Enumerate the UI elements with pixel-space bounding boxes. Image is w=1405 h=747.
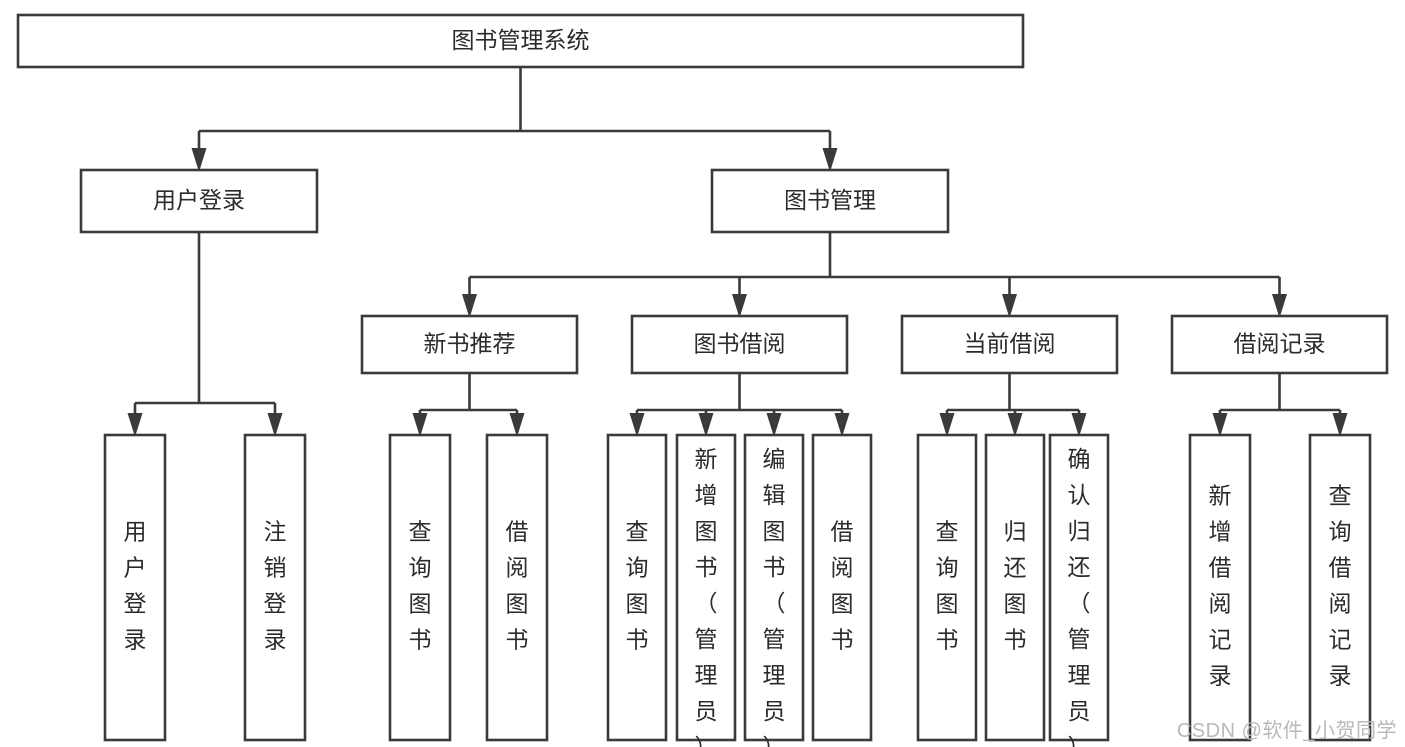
node-leaf-edit-book[interactable]: 编辑图书（管理员） xyxy=(743,433,805,747)
node-label-root: 图书管理系统 xyxy=(452,27,590,53)
node-box-leaf-confirm-return xyxy=(1048,433,1110,742)
node-label-book-manage: 图书管理 xyxy=(784,187,876,213)
node-box-leaf-user-login xyxy=(103,433,167,742)
node-label-leaf-add-book: 新增图书（管理员） xyxy=(695,446,718,747)
node-label-leaf-query-book-2: 查询图书 xyxy=(626,519,649,653)
node-borrow-record[interactable]: 借阅记录 xyxy=(1170,314,1389,375)
node-book-manage[interactable]: 图书管理 xyxy=(710,168,950,234)
node-box-user-login xyxy=(79,168,319,234)
edges-layer xyxy=(127,67,1348,437)
node-box-leaf-query-book-2 xyxy=(606,433,668,742)
node-leaf-logout[interactable]: 注销登录 xyxy=(243,433,307,742)
node-new-book-rec[interactable]: 新书推荐 xyxy=(360,314,579,375)
node-label-new-book-rec: 新书推荐 xyxy=(424,331,516,357)
node-box-leaf-borrow-book-2 xyxy=(811,433,873,742)
node-box-new-book-rec xyxy=(360,314,579,375)
node-box-root xyxy=(16,13,1025,69)
node-box-leaf-edit-book xyxy=(743,433,805,742)
node-box-book-borrow xyxy=(630,314,849,375)
node-box-leaf-borrow-book-1 xyxy=(485,433,549,742)
node-label-leaf-user-login: 用户登录 xyxy=(124,519,147,653)
node-leaf-add-book[interactable]: 新增图书（管理员） xyxy=(675,433,737,747)
node-box-borrow-record xyxy=(1170,314,1389,375)
node-label-leaf-query-book-3: 查询图书 xyxy=(936,519,959,653)
node-root[interactable]: 图书管理系统 xyxy=(16,13,1025,69)
node-label-leaf-confirm-return: 确认归还（管理员） xyxy=(1068,446,1091,747)
node-label-leaf-query-record: 查询借阅记录 xyxy=(1329,483,1352,689)
node-box-leaf-query-book-1 xyxy=(388,433,452,742)
node-leaf-add-record[interactable]: 新增借阅记录 xyxy=(1188,433,1252,742)
node-user-login[interactable]: 用户登录 xyxy=(79,168,319,234)
node-label-user-login: 用户登录 xyxy=(153,187,245,213)
node-label-current-borrow: 当前借阅 xyxy=(964,331,1056,357)
node-leaf-query-book-2[interactable]: 查询图书 xyxy=(606,433,668,742)
node-label-leaf-borrow-book-1: 借阅图书 xyxy=(506,519,529,653)
node-leaf-borrow-book-1[interactable]: 借阅图书 xyxy=(485,433,549,742)
node-label-borrow-record: 借阅记录 xyxy=(1234,331,1326,357)
node-label-leaf-edit-book: 编辑图书（管理员） xyxy=(763,446,786,747)
node-label-leaf-query-book-1: 查询图书 xyxy=(409,519,432,653)
node-label-leaf-return-book: 归还图书 xyxy=(1004,519,1027,653)
node-leaf-return-book[interactable]: 归还图书 xyxy=(984,433,1046,742)
node-book-borrow[interactable]: 图书借阅 xyxy=(630,314,849,375)
node-leaf-query-book-1[interactable]: 查询图书 xyxy=(388,433,452,742)
node-box-leaf-add-record xyxy=(1188,433,1252,742)
node-box-book-manage xyxy=(710,168,950,234)
node-label-leaf-add-record: 新增借阅记录 xyxy=(1209,483,1232,689)
node-box-leaf-logout xyxy=(243,433,307,742)
node-current-borrow[interactable]: 当前借阅 xyxy=(900,314,1119,375)
node-leaf-query-book-3[interactable]: 查询图书 xyxy=(916,433,978,742)
node-box-leaf-query-book-3 xyxy=(916,433,978,742)
node-leaf-borrow-book-2[interactable]: 借阅图书 xyxy=(811,433,873,742)
node-leaf-query-record[interactable]: 查询借阅记录 xyxy=(1308,433,1372,742)
node-box-leaf-return-book xyxy=(984,433,1046,742)
node-box-leaf-add-book xyxy=(675,433,737,742)
node-label-book-borrow: 图书借阅 xyxy=(694,331,786,357)
node-leaf-confirm-return[interactable]: 确认归还（管理员） xyxy=(1048,433,1110,747)
node-box-leaf-query-record xyxy=(1308,433,1372,742)
nodes-layer: 图书管理系统用户登录图书管理新书推荐图书借阅当前借阅借阅记录用户登录注销登录查询… xyxy=(16,13,1389,747)
node-label-leaf-borrow-book-2: 借阅图书 xyxy=(831,519,854,653)
node-label-leaf-logout: 注销登录 xyxy=(264,519,287,653)
node-leaf-user-login[interactable]: 用户登录 xyxy=(103,433,167,742)
node-box-current-borrow xyxy=(900,314,1119,375)
